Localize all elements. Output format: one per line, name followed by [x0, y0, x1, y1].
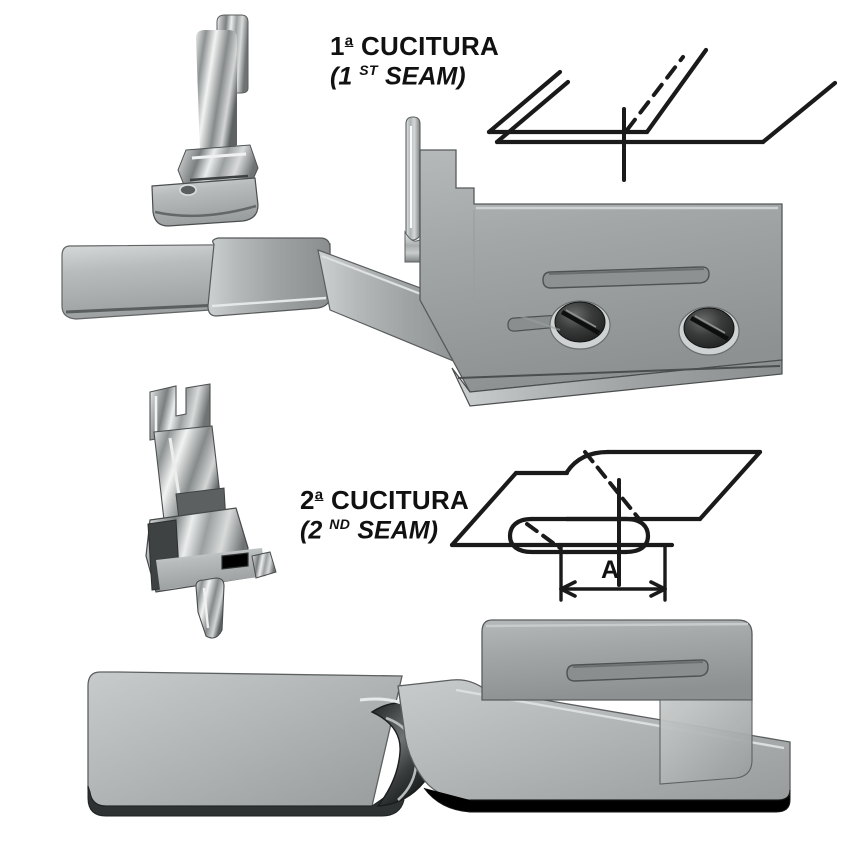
second-seam-ordinal-suffix: a [314, 486, 324, 504]
dimension-a-label: A [601, 556, 620, 584]
second-seam-fabric-diagram [449, 449, 763, 602]
presser-foot-lower-needle-slot [221, 552, 249, 570]
folder-lower-diagonal-blade-edge [423, 787, 791, 813]
presser-foot-lower-toe-highlight [202, 587, 210, 629]
dimension-arrowhead-right [649, 580, 667, 598]
second-seam-italian-word: CUCITURA [330, 485, 470, 515]
folder-upper-screw-2 [678, 306, 740, 356]
second-seam-label-italian: 2a CUCITURA [300, 485, 470, 515]
hem-roll-left-round-end [507, 516, 570, 555]
hem-roll-top-curve [564, 449, 611, 475]
upper-layer-left-edge [486, 69, 563, 135]
stitch-line-dashed [625, 55, 685, 132]
presser-foot-lower-right-toe [251, 551, 277, 579]
folder-lower-slot-shadow [572, 661, 704, 668]
second-seam-english-suffix: ND [329, 516, 351, 533]
first-seam-english-word: SEAM [385, 62, 458, 91]
left-sheet-left-edge [449, 470, 519, 548]
folder-upper-screw-1-slot [560, 310, 601, 335]
folder-upper-slot-inner-shadow [548, 268, 705, 275]
presser-foot-shank [196, 30, 237, 160]
folder-attachment-lower [87, 619, 791, 817]
folder-upper-plate-thickness-line [457, 365, 781, 379]
folder-upper-body-crease [473, 210, 561, 331]
folder-upper-screw-1-slot-highlight [565, 309, 597, 328]
upper-layer-fold-edge [644, 47, 709, 135]
folder-lower-plate-highlight [485, 622, 749, 628]
upper-sheet-right-edge [697, 449, 763, 522]
folder-upper-screw-2-slot [689, 316, 730, 341]
first-seam-label-english: (1 ST SEAM) [330, 62, 466, 91]
second-seam-label-english: (2 ND SEAM) [300, 516, 438, 545]
folder-upper-entry-pad-highlight [211, 296, 327, 308]
presser-foot-lower [145, 383, 277, 639]
second-seam-english-word: SEAM [357, 516, 430, 545]
first-seam-label: 1a CUCITURA (1 ST SEAM) [330, 31, 500, 91]
presser-foot-mounting-hole [179, 184, 197, 196]
first-seam-label-italian: 1a CUCITURA [330, 31, 500, 61]
folder-lower-left-blade [87, 671, 403, 807]
folder-lower-plate-corner [659, 699, 753, 785]
presser-foot-lower-toe [195, 577, 225, 639]
lower-layer-right-edge [760, 80, 838, 145]
folder-upper-screw-2-slot-highlight [694, 315, 726, 334]
folder-attachment-upper [61, 116, 783, 407]
first-seam-english-suffix: ST [359, 62, 379, 79]
stitch-line-dashed-2 [525, 450, 642, 550]
presser-foot-hinge-highlight [191, 152, 247, 160]
first-seam-ordinal-suffix: a [344, 32, 354, 50]
first-seam-italian-word: CUCITURA [360, 31, 500, 61]
folder-upper-plate-thickness [451, 359, 783, 407]
first-seam-fabric-diagram [486, 47, 838, 182]
folder-lower-mounting-plate [481, 619, 753, 701]
presser-foot-upper [151, 14, 259, 227]
folder-upper-secondary-slot [507, 314, 561, 332]
hem-roll-right-round-end [623, 516, 651, 555]
presser-foot-sole-edge [154, 204, 257, 218]
second-seam-label: 2a CUCITURA (2 ND SEAM) [300, 485, 470, 545]
presser-foot-hinge-shadow [189, 174, 249, 182]
folder-lower-left-blade-edge [87, 785, 405, 817]
folder-upper-screw-1 [549, 300, 611, 350]
dimension-arrowhead-left [559, 580, 577, 598]
presser-foot-sole [151, 177, 259, 227]
folder-upper-scroll-tube [405, 116, 421, 241]
